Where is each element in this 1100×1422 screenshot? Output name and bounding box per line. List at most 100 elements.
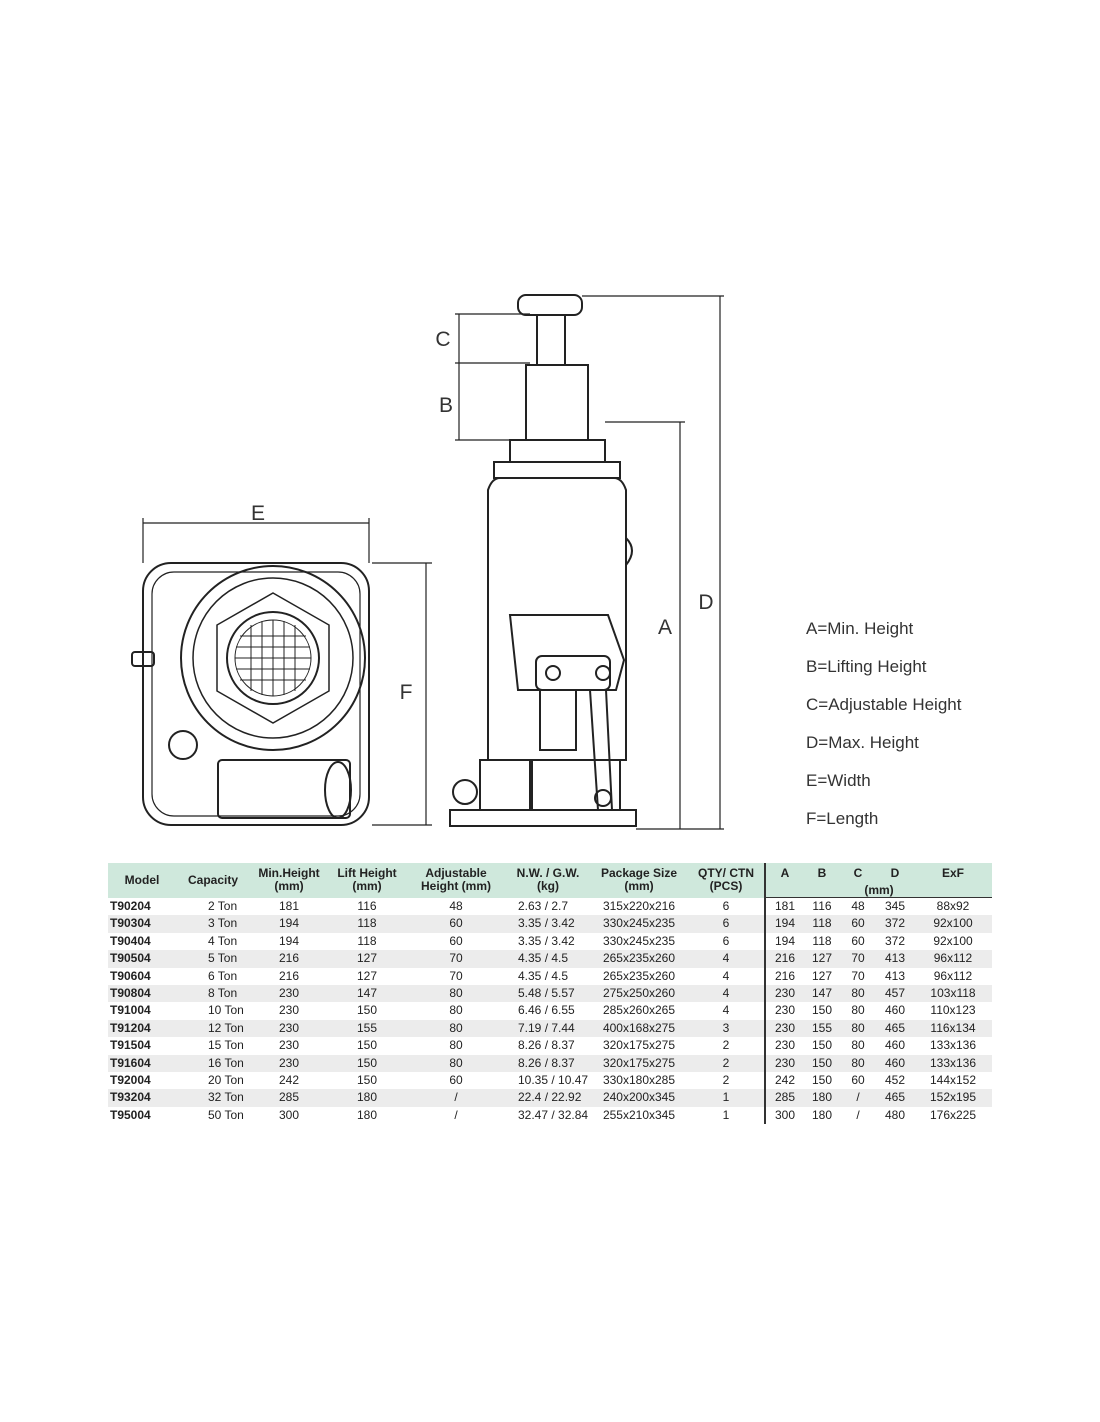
cell-qty-ctn: 1 — [722, 1107, 730, 1122]
legend-item: F=Length — [806, 809, 879, 828]
cell-d: 372 — [884, 933, 906, 948]
cell-capacity: 5 Ton — [176, 950, 250, 968]
cell-min-height: 230 — [250, 1019, 328, 1038]
cell-lift-height: 150 — [356, 1073, 378, 1088]
cell-package-size: 320x175x275 — [602, 1038, 676, 1053]
label-e: E — [251, 502, 265, 525]
cell-package-size: 265x235x260 — [602, 968, 676, 983]
cell-qty-ctn: 6 — [722, 933, 730, 948]
cell-adjustable-height: / — [454, 1107, 458, 1122]
cell-a: 181 — [764, 897, 804, 916]
cell-weight: 4.35 / 4.5 — [518, 968, 569, 983]
cell-min-height: 300 — [278, 1107, 300, 1122]
cell-b: 127 — [804, 950, 840, 968]
cell-weight: 3.35 / 3.42 — [506, 915, 590, 933]
cell-d: 460 — [876, 1054, 914, 1073]
cell-package-size: 320x175x275 — [590, 1054, 688, 1073]
cell-model: T91604 — [108, 1054, 176, 1073]
cell-model: T90504 — [108, 950, 176, 968]
cell-b: 150 — [811, 1003, 833, 1018]
header-c: C — [840, 863, 876, 883]
label-c: C — [435, 328, 450, 351]
cell-adjustable-height: 48 — [449, 898, 463, 913]
cell-weight: 2.63 / 2.7 — [518, 898, 569, 913]
cell-a: 300 — [764, 1106, 804, 1125]
cell-exf: 88x92 — [936, 899, 970, 913]
cell-lift-height: 180 — [328, 1089, 406, 1107]
cell-min-height: 216 — [250, 950, 328, 968]
cell-adjustable-height: 70 — [449, 968, 463, 983]
cell-adjustable-height: 80 — [449, 1003, 463, 1018]
cell-b: 150 — [804, 1054, 840, 1073]
cell-lift-height: 180 — [356, 1107, 378, 1122]
cell-b: 150 — [811, 1073, 833, 1088]
cell-c: 60 — [840, 915, 876, 933]
cell-lift-height: 127 — [356, 968, 378, 983]
cell-package-size: 330x180x285 — [602, 1073, 676, 1088]
cell-capacity: 20 Ton — [208, 1073, 244, 1088]
cell-qty-ctn: 2 — [722, 1038, 730, 1053]
cell-c: 48 — [851, 899, 865, 913]
cell-adjustable-height: 80 — [406, 985, 506, 1003]
cell-lift-height: 127 — [328, 950, 406, 968]
cell-model: T90304 — [108, 915, 176, 933]
cell-qty-ctn: 1 — [688, 1089, 765, 1107]
cell-lift-height: 150 — [356, 1003, 378, 1018]
cell-weight: 32.47 / 32.84 — [518, 1107, 589, 1122]
cell-min-height: 285 — [250, 1089, 328, 1107]
label-a: A — [658, 616, 672, 639]
cell-qty-ctn: 6 — [688, 915, 765, 933]
header-capacity: Capacity — [176, 863, 250, 898]
cell-capacity: 6 Ton — [208, 968, 238, 983]
cell-adjustable-height: 80 — [449, 1038, 463, 1053]
cell-model: T90604 — [110, 968, 151, 983]
dimension-e — [142, 518, 370, 563]
cell-model: T90204 — [110, 898, 151, 913]
cell-package-size: 275x250x260 — [590, 985, 688, 1003]
label-d: D — [698, 591, 713, 614]
cell-lift-height: 116 — [357, 898, 377, 913]
cell-package-size: 330x245x235 — [602, 933, 676, 948]
cell-lift-height: 118 — [357, 933, 377, 948]
cell-exf: 116x134 — [914, 1019, 992, 1038]
cell-qty-ctn: 3 — [688, 1019, 765, 1038]
header-unit-mm: (mm) — [764, 883, 992, 898]
cell-c: 70 — [840, 950, 876, 968]
cell-min-height: 194 — [278, 933, 300, 948]
cell-package-size: 255x210x345 — [602, 1107, 676, 1122]
cell-d: 465 — [876, 1089, 914, 1107]
cell-model: T93204 — [108, 1089, 176, 1107]
header-package-size: Package Size (mm) — [590, 863, 688, 898]
cell-capacity: 12 Ton — [176, 1019, 250, 1038]
cell-package-size: 330x245x235 — [590, 915, 688, 933]
dimension-a-d — [582, 295, 724, 830]
cell-min-height: 230 — [278, 1038, 300, 1053]
dimension-c-b — [455, 313, 530, 441]
cell-package-size: 265x235x260 — [590, 950, 688, 968]
cell-exf: 176x225 — [929, 1107, 977, 1122]
cell-model: T92004 — [110, 1073, 151, 1088]
cell-a: 230 — [764, 1037, 804, 1055]
cell-c: 80 — [851, 1003, 865, 1018]
header-a: A — [764, 863, 804, 883]
header-d: D — [876, 863, 914, 883]
header-weight: N.W. / G.W. (kg) — [506, 863, 590, 898]
cell-d: 413 — [876, 950, 914, 968]
cell-b: 118 — [812, 933, 832, 948]
cell-d: 452 — [884, 1073, 906, 1088]
cell-exf: 133x136 — [929, 1038, 977, 1053]
cell-c: / — [840, 1089, 876, 1107]
cell-lift-height: 118 — [328, 915, 406, 933]
cell-capacity: 2 Ton — [208, 898, 238, 913]
cell-capacity: 32 Ton — [176, 1089, 250, 1107]
cell-min-height: 216 — [278, 968, 300, 983]
cell-capacity: 3 Ton — [176, 915, 250, 933]
cell-d: 460 — [884, 1038, 906, 1053]
cell-b: 127 — [811, 968, 833, 983]
cell-exf: 152x195 — [914, 1089, 992, 1107]
